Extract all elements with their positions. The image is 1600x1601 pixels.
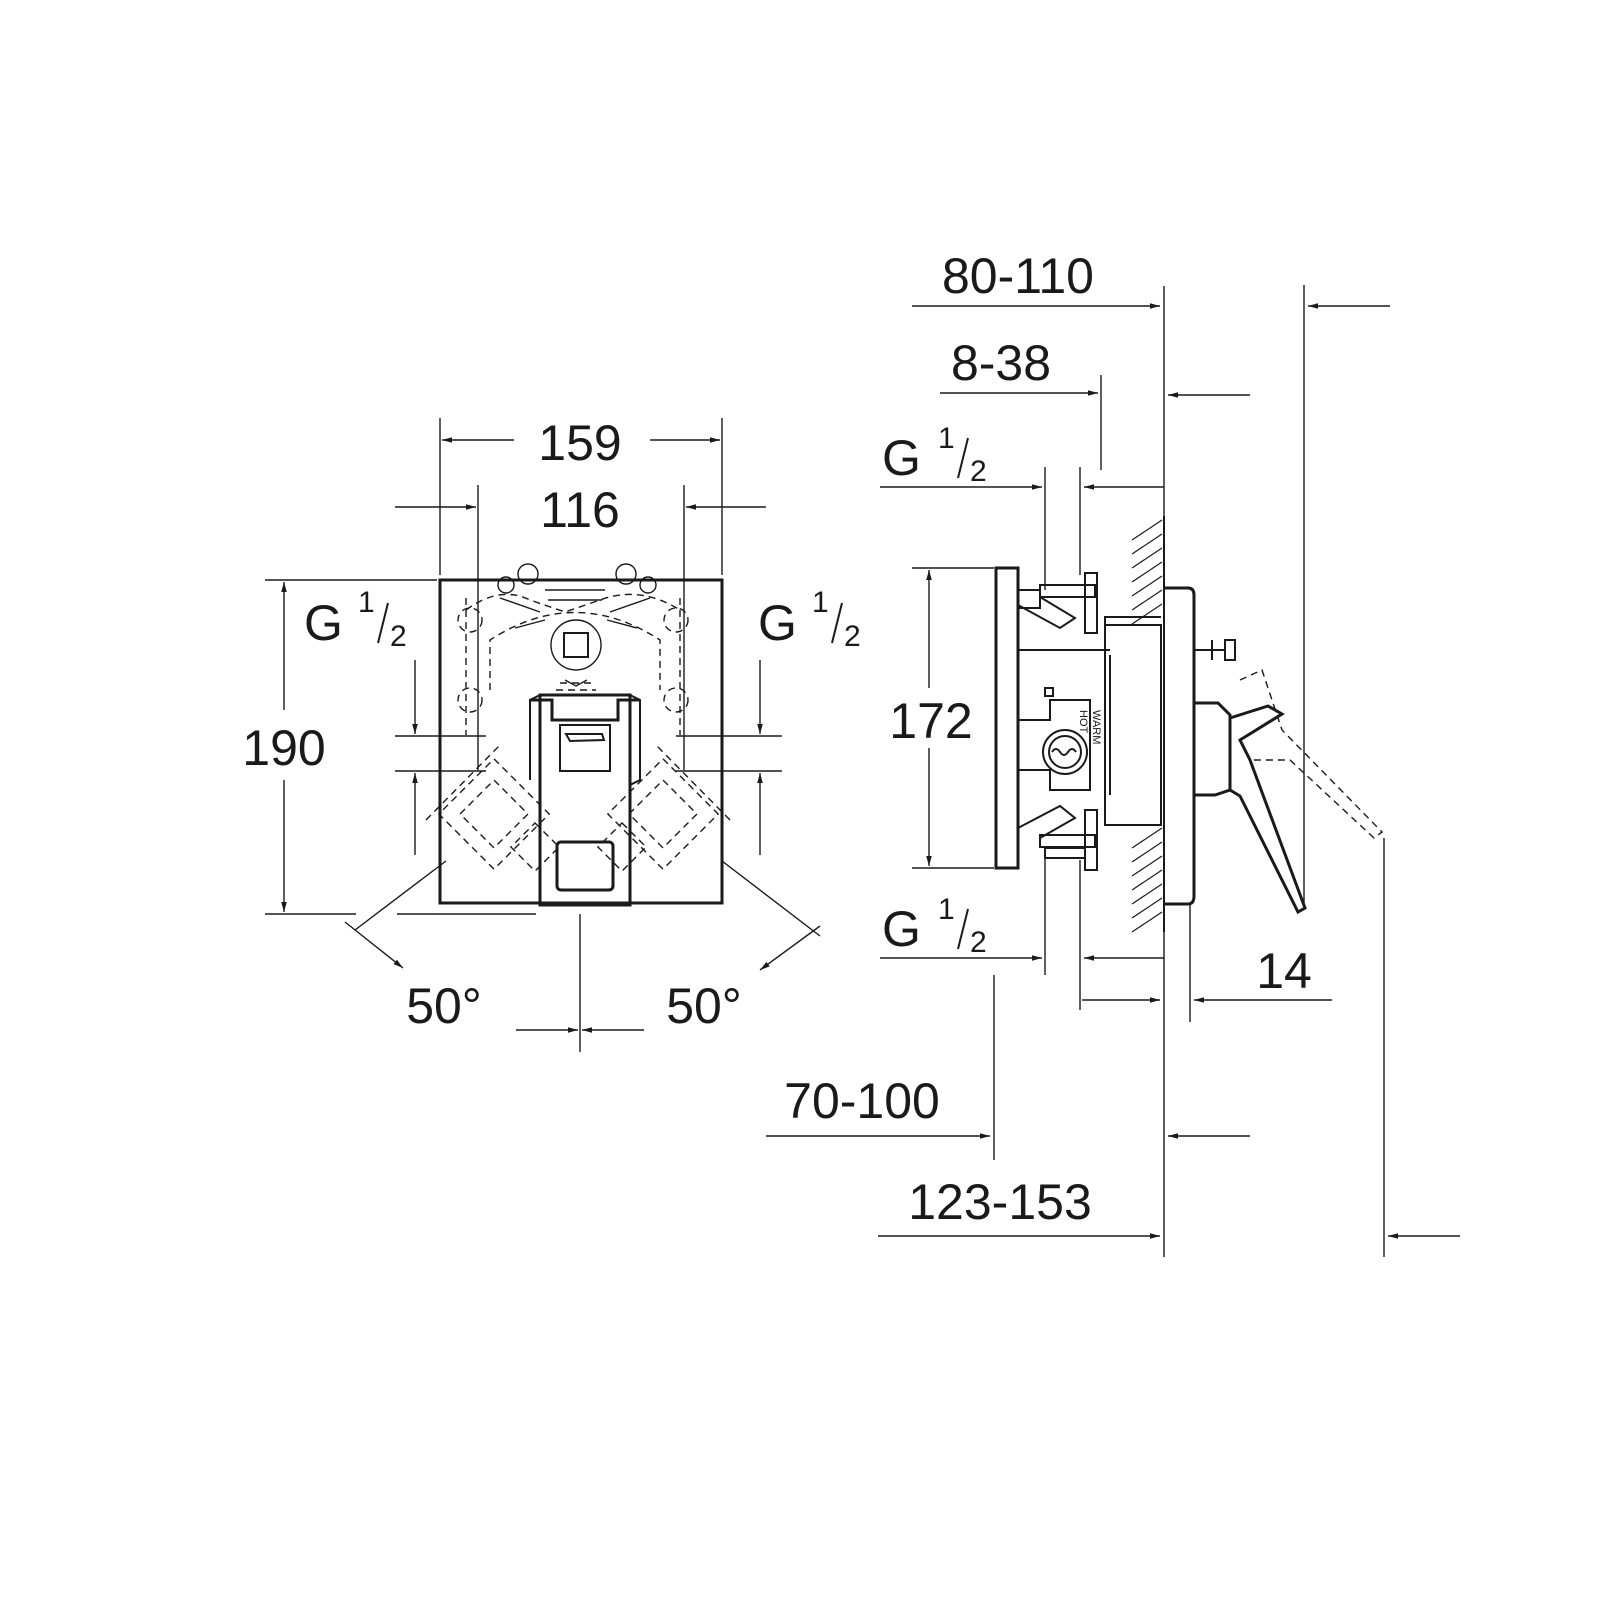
thread-bottom-den: 2: [970, 926, 987, 959]
wall-hatch-line: [1131, 575, 1163, 597]
thread-left: G 1 2: [304, 586, 486, 855]
dim-159: 159: [439, 415, 723, 575]
angle-dims: 50° 50°: [344, 860, 821, 1052]
wall-hatch-line: [1131, 561, 1163, 583]
wall-hatch-line: [1131, 533, 1163, 555]
thread-right: G 1 2: [676, 586, 861, 855]
dim-14-label: 14: [1256, 943, 1312, 999]
thread-bottom-num: 1: [938, 893, 955, 926]
thread-right-num: 1: [812, 586, 829, 619]
wall-hatch-line: [1131, 841, 1163, 863]
dim-116-label: 116: [540, 482, 620, 538]
angle-right-label: 50°: [666, 978, 742, 1034]
dim-70-100: 70-100: [766, 975, 1250, 1160]
mounting-box-outline: [457, 563, 689, 735]
mounting-body: WARM HOT: [994, 566, 1162, 871]
thread-top-base: G: [882, 430, 921, 486]
wall-hatch-line: [1131, 519, 1163, 541]
thread-right-den: 2: [844, 620, 861, 653]
wall-hatch-line: [1131, 883, 1163, 905]
side-view: WARM HOT 80-110 8-38: [766, 248, 1460, 1257]
wall-hatch-line: [1131, 827, 1163, 849]
dim-190-label: 190: [242, 720, 325, 776]
wall-hatch-line: [1131, 855, 1163, 877]
wall-section: [1131, 516, 1165, 933]
thread-bottom: G 1 2: [880, 850, 1164, 1010]
dim-190: 190: [242, 579, 536, 915]
thread-right-base: G: [758, 595, 797, 651]
wall-hatch-line: [1131, 589, 1163, 611]
label-hot: HOT: [1077, 710, 1089, 734]
dim-172-label: 172: [889, 693, 972, 749]
thread-left-num: 1: [358, 586, 375, 619]
dim-14: 14: [1082, 905, 1332, 1257]
dim-116: 116: [395, 482, 766, 770]
wall-hatch-line: [1131, 547, 1163, 569]
thread-left-den: 2: [390, 620, 407, 653]
dim-8-38-label: 8-38: [951, 335, 1051, 391]
label-warm: WARM: [1090, 710, 1102, 744]
thread-left-base: G: [304, 595, 343, 651]
dim-172: 172: [889, 567, 994, 869]
thread-top-den: 2: [970, 455, 987, 488]
dim-123-153: 123-153: [878, 838, 1460, 1257]
dim-8-38: 8-38: [940, 335, 1250, 470]
dim-80-110-label: 80-110: [942, 248, 1094, 304]
wall-hatch-line: [1131, 869, 1163, 891]
thread-top-num: 1: [938, 422, 955, 455]
angle-left-label: 50°: [406, 978, 482, 1034]
center-port: [550, 619, 602, 691]
dim-123-153-label: 123-153: [908, 1174, 1092, 1230]
wall-hatch-line: [1131, 911, 1163, 933]
thread-top: G 1 2: [880, 422, 1164, 590]
wall-hatch-line: [1131, 897, 1163, 919]
front-cover-plate: [438, 578, 724, 905]
wall-hatch-line: [1131, 603, 1163, 625]
dim-159-label: 159: [538, 415, 621, 471]
side-cover-lever: [1164, 586, 1384, 915]
front-view: 159 116 190 G 1 2: [242, 415, 861, 1052]
thread-bottom-base: G: [882, 901, 921, 957]
dim-70-100-label: 70-100: [784, 1073, 940, 1129]
dim-80-110: 80-110: [912, 248, 1390, 905]
front-lever: [529, 693, 641, 907]
